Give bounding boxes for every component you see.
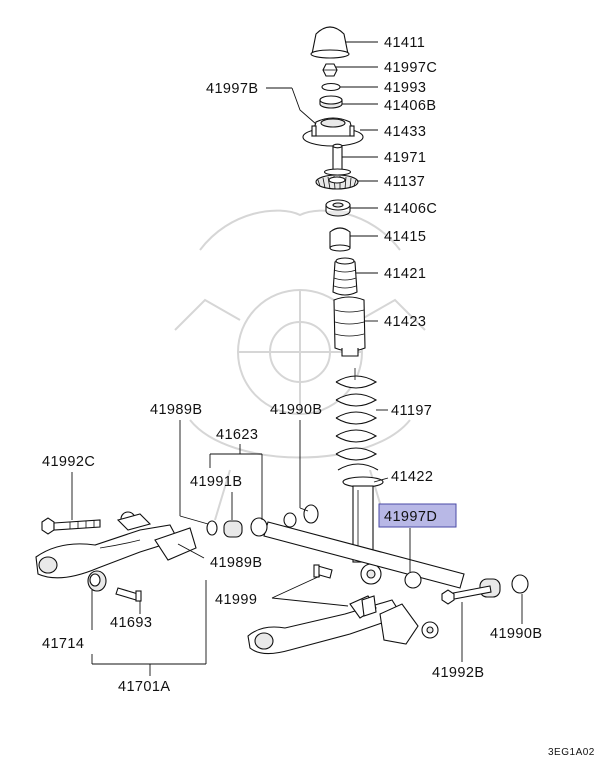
- highlight-box: [378, 503, 457, 528]
- bump-stopper-part: [332, 257, 358, 296]
- label-41990b-top: 41990B: [270, 402, 322, 418]
- label-41991b: 41991B: [190, 474, 242, 490]
- label-41693: 41693: [110, 615, 152, 631]
- spring-seat-part: [315, 174, 359, 190]
- upper-bushing-part: [319, 95, 343, 109]
- dust-boot-part: [333, 296, 366, 357]
- trailing-arm-part: [35, 511, 197, 579]
- label-41406b: 41406B: [384, 98, 436, 114]
- label-41993: 41993: [384, 80, 426, 96]
- right-bushing-part: [404, 571, 529, 605]
- long-bolt-part: [41, 517, 101, 535]
- lower-arm-part: [247, 595, 439, 655]
- arm-bushing-part: [87, 570, 107, 592]
- nut-part: [322, 63, 338, 77]
- label-41433: 41433: [384, 124, 426, 140]
- label-41997c: 41997C: [384, 60, 437, 76]
- dust-cap-part: [310, 26, 350, 59]
- label-41992b: 41992B: [432, 665, 484, 681]
- label-41411: 41411: [384, 35, 425, 51]
- bump-cap-part: [329, 227, 351, 252]
- label-41971: 41971: [384, 150, 426, 166]
- collar-part: [323, 143, 352, 176]
- label-41137: 41137: [384, 174, 425, 190]
- label-41422: 41422: [391, 469, 433, 485]
- coil-spring-part: [335, 368, 379, 471]
- strut-mount-part: [302, 117, 364, 147]
- label-41415: 41415: [384, 229, 426, 245]
- label-41999: 41999: [215, 592, 257, 608]
- label-41421: 41421: [384, 266, 426, 282]
- rod-bolt-part: [313, 564, 333, 579]
- label-41406c: 41406C: [384, 201, 437, 217]
- label-41623: 41623: [216, 427, 258, 443]
- label-41990b-low: 41990B: [490, 626, 542, 642]
- rod-bushing-part: [206, 504, 319, 538]
- leader-lines: [71, 41, 523, 676]
- washer-part: [321, 82, 341, 92]
- label-41997b: 41997B: [206, 81, 258, 97]
- shock-absorber-part: [342, 476, 384, 585]
- lower-bushing-part: [325, 199, 351, 217]
- label-41197: 41197: [391, 403, 432, 419]
- part-labels: 41411 41997C 41997B 41993 41406B 41433 4…: [42, 35, 595, 758]
- label-41989b-top: 41989B: [150, 402, 202, 418]
- small-bolt-part: [115, 587, 142, 602]
- label-41701a: 41701A: [118, 679, 170, 695]
- diagram-code: 3EG1A02: [548, 747, 595, 758]
- label-41714: 41714: [42, 636, 84, 652]
- label-41989b-low: 41989B: [210, 555, 262, 571]
- label-41992c: 41992C: [42, 454, 95, 470]
- label-41423: 41423: [384, 314, 426, 330]
- label-41997d: 41997D: [384, 509, 437, 525]
